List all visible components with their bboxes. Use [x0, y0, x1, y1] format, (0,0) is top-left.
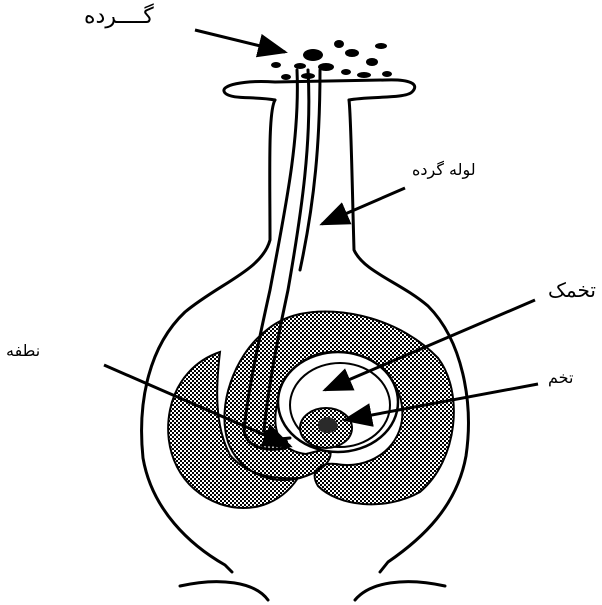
- pollen-grains: [271, 40, 392, 80]
- ovule-label: تخمک: [548, 278, 596, 302]
- pollen-tube-label: لوله گرده: [412, 160, 476, 179]
- egg-label: تخم: [548, 368, 573, 387]
- pollen-label: گــــرده: [84, 4, 154, 29]
- pollen-tube-arrow: [322, 188, 405, 224]
- sperm-label: نطفه: [6, 341, 40, 360]
- pollen-arrow: [195, 30, 285, 52]
- receptacle: [180, 582, 445, 600]
